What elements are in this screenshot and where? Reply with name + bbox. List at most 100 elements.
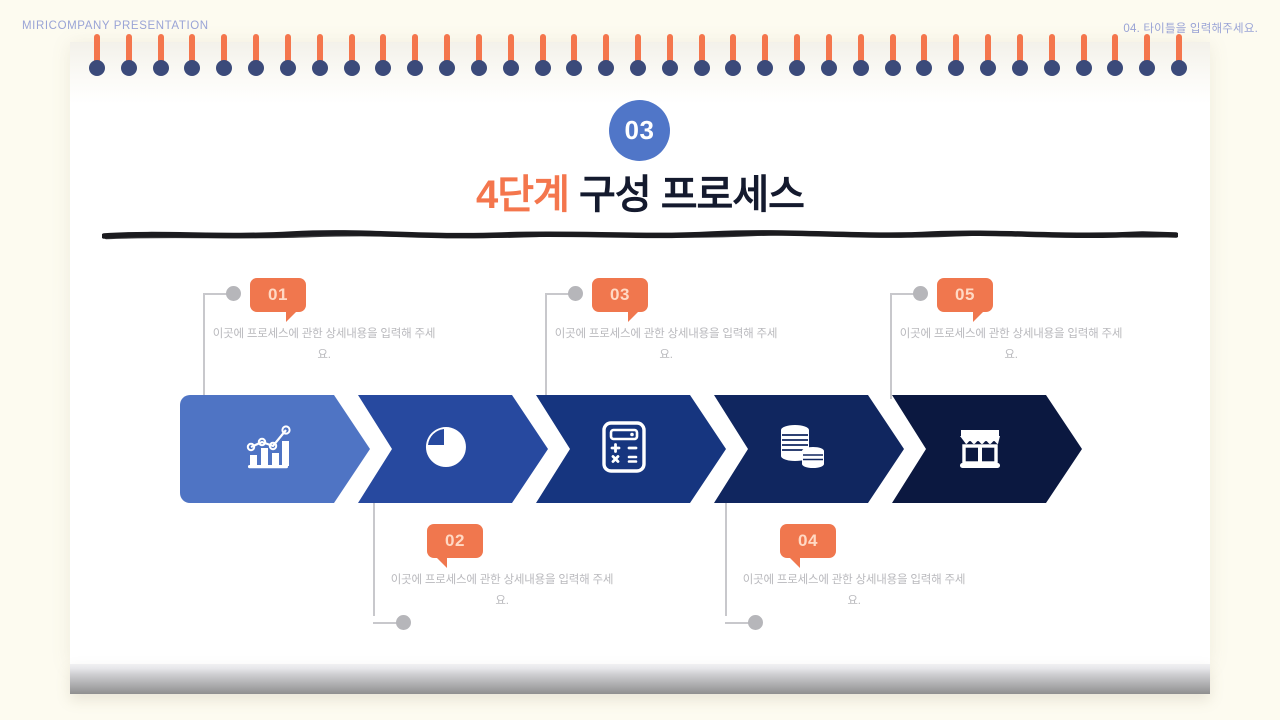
binding-pin-head	[279, 60, 296, 76]
binding-pin-stem	[1176, 34, 1182, 72]
process-step-05[interactable]	[892, 395, 1082, 503]
process-chevron-row	[180, 395, 1080, 503]
process-step-04[interactable]	[714, 395, 904, 503]
coins-stack-icon	[775, 423, 829, 476]
binding-pin-head	[248, 60, 265, 76]
step-description: 이곳에 프로세스에 관한 상세내용을 입력해 주세요.	[899, 328, 1123, 361]
connector-dot	[396, 615, 411, 630]
bar-chart-trend-icon	[242, 421, 294, 478]
binding-pin	[152, 34, 169, 80]
binding-pin-stem	[284, 34, 291, 72]
binding-pin	[598, 34, 615, 80]
storefront-icon	[955, 422, 1005, 477]
process-step-01[interactable]	[180, 395, 370, 503]
binding-pin	[1171, 34, 1187, 80]
binding-pin-stem	[921, 34, 928, 72]
binding-pin-head	[89, 60, 105, 76]
binding-pin-stem	[762, 34, 769, 72]
binding-pin	[661, 34, 678, 80]
binding-pin	[343, 34, 360, 80]
binding-pin-stem	[348, 34, 355, 72]
binding-pin-head	[152, 60, 169, 76]
binding-pin	[248, 34, 265, 80]
binding-pin-head	[916, 60, 933, 76]
binding-pin	[216, 34, 233, 80]
binding-pin-head	[1107, 60, 1124, 76]
step-description: 이곳에 프로세스에 관한 상세내용을 입력해 주세요.	[554, 328, 778, 361]
step-number-bubble[interactable]: 03	[592, 278, 648, 322]
binding-pin	[184, 34, 201, 80]
connector-line-vertical	[725, 500, 727, 616]
binding-pin	[725, 34, 742, 80]
header-left-label: MIRICOMPANY PRESENTATION	[22, 20, 209, 32]
binding-pin	[1043, 34, 1060, 80]
binding-pin	[980, 34, 997, 80]
binding-pin-stem	[444, 34, 451, 72]
binding-pin-stem	[94, 34, 100, 72]
binding-pin-head	[470, 60, 487, 76]
binding-pin-stem	[539, 34, 546, 72]
process-step-02[interactable]	[358, 395, 548, 503]
binding-pin-head	[311, 60, 328, 76]
binding-pin-head	[502, 60, 519, 76]
process-callout-05: 05 이곳에 프로세스에 관한 상세내용을 입력해 주세요.	[896, 278, 1126, 366]
binding-pin	[502, 34, 519, 80]
binding-pin-stem	[889, 34, 896, 72]
binding-pin-stem	[412, 34, 419, 72]
connector-dot	[568, 286, 583, 301]
binding-pin-head	[375, 60, 392, 76]
connector-line-horizontal	[545, 293, 571, 295]
step-number-bubble[interactable]: 01	[250, 278, 306, 322]
connector-dot	[226, 286, 241, 301]
binding-pin-stem	[316, 34, 323, 72]
connector-line-vertical	[203, 294, 205, 399]
binding-pin	[884, 34, 901, 80]
binding-pin-stem	[635, 34, 641, 72]
binding-pin-stem	[698, 34, 705, 72]
binding-pin-head	[1043, 60, 1060, 76]
step-number-bubble[interactable]: 04	[780, 524, 836, 568]
header-right-label: 04. 타이틀을 입력해주세요.	[1123, 23, 1258, 35]
binding-pin-stem	[825, 34, 832, 72]
binding-pin-stem	[1144, 34, 1151, 72]
binding-pin-stem	[603, 34, 610, 72]
binding-pin	[757, 34, 774, 80]
binding-pin-head	[661, 60, 678, 76]
binding-pin-stem	[1048, 34, 1055, 72]
binding-pin-head	[566, 60, 583, 76]
binding-pin-stem	[857, 34, 864, 72]
binding-pin	[916, 34, 933, 80]
step-number-bubble[interactable]: 05	[937, 278, 993, 322]
binding-pin-stem	[189, 34, 196, 72]
connector-line-horizontal	[725, 622, 751, 624]
binding-pin	[1011, 34, 1028, 80]
step-description: 이곳에 프로세스에 관한 상세내용을 입력해 주세요.	[742, 574, 966, 607]
connector-line-horizontal	[373, 622, 399, 624]
binding-pin-stem	[507, 34, 514, 72]
binding-pin-stem	[794, 34, 801, 72]
binding-pin-head	[1139, 60, 1156, 76]
binding-pin-stem	[730, 34, 737, 72]
binding-pin-head	[852, 60, 869, 76]
binding-pin-stem	[380, 34, 387, 72]
step-number-bubble[interactable]: 02	[427, 524, 483, 568]
binding-pin-head	[693, 60, 710, 76]
binding-pin	[534, 34, 551, 80]
binding-pin	[89, 34, 105, 80]
page-title: 4단계 구성 프로세스	[0, 162, 1280, 220]
binding-pin-stem	[125, 34, 132, 72]
binding-pin-head	[216, 60, 233, 76]
binding-pin	[1139, 34, 1156, 80]
page-title-rest: 구성 프로세스	[579, 173, 805, 217]
binding-pin	[693, 34, 710, 80]
binding-pin-head	[1171, 60, 1187, 76]
process-callout-04: 04 이곳에 프로세스에 관한 상세내용을 입력해 주세요.	[739, 524, 969, 612]
binding-pin-head	[789, 60, 806, 76]
binding-pin-stem	[1112, 34, 1119, 72]
binding-pin-stem	[1080, 34, 1087, 72]
process-step-03[interactable]	[536, 395, 726, 503]
page-title-highlight: 4단계	[476, 173, 570, 217]
pie-chart-icon	[422, 423, 470, 476]
